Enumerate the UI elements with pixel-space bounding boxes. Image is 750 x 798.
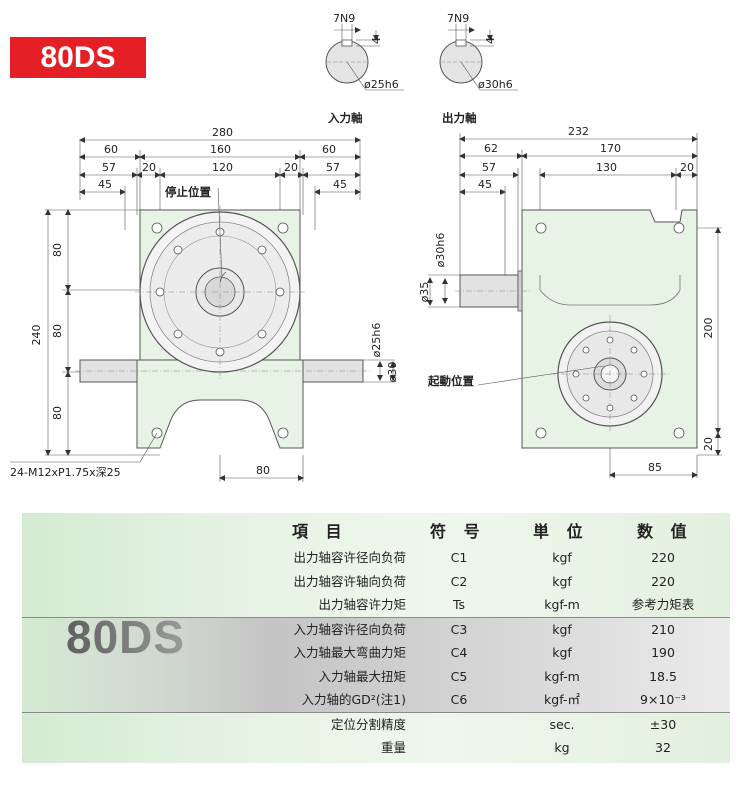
technical-drawing: 7N9 4 ø25h6 入力軸 7N9 4 ø30h6 出力軸 [10,12,722,482]
row-item: 定位分割精度 [330,716,406,732]
input-keyway-label: 7N9 [333,12,355,25]
dim-85: 85 [648,461,662,474]
dim-120: 120 [212,161,233,174]
row-unit: kg [554,740,570,755]
dim-60-right: 60 [322,143,336,156]
dim-57-side: 57 [482,161,496,174]
row-value: 9×10⁻³ [640,692,686,707]
header-symbol: 符 号 [430,522,486,541]
dim-280: 280 [212,126,233,139]
table-row: 入力轴最大扭矩 C5 kgf-m 18.5 [22,664,730,688]
dim-130: 130 [596,161,617,174]
row-value: 210 [651,621,675,637]
row-symbol: C5 [450,668,468,684]
dim-20-side-right: 20 [702,437,715,451]
input-keyway-depth: 4 [370,37,383,44]
dim-shaft-30: ø30 [386,362,399,383]
row-unit: sec. [549,716,575,732]
row-unit: kgf [552,573,572,589]
output-keyway-label: 7N9 [447,12,469,25]
table-row: 出力轴容许轴向负荷 C2 kgf 220 [22,570,730,594]
dim-240: 240 [30,325,43,346]
row-item: 重量 [380,740,406,755]
spec-table: 出力轴容许径向负荷 C1 kgf 220 出力轴容许轴向负荷 C2 kgf 22… [22,546,730,760]
dim-base-80: 80 [256,464,270,477]
row-symbol: C3 [450,621,468,637]
header-unit: 単 位 [533,522,589,541]
row-value: 220 [651,573,675,589]
row-item: 入力轴最大弯曲力矩 [293,645,406,660]
dim-200: 200 [702,318,715,339]
start-position-label: 起動位置 [427,374,474,388]
row-symbol: C2 [450,573,468,589]
dim-shaft-30h6-side: ø30h6 [434,233,447,268]
table-row: 入力轴容许径向负荷 C3 kgf 210 [22,616,730,641]
dim-232: 232 [568,125,589,138]
input-shaft-diameter: ø25h6 [364,78,399,91]
dim-57-right: 57 [326,161,340,174]
row-value: 32 [655,740,671,755]
dim-170: 170 [600,142,621,155]
row-symbol: C6 [450,692,468,707]
row-item: 入力轴最大扭矩 [318,668,406,684]
row-unit: kgf-m [544,597,580,612]
output-shaft-label: 出力軸 [442,111,477,125]
table-row: 入力轴最大弯曲力矩 C4 kgf 190 [22,641,730,665]
dim-shaft-25h6: ø25h6 [370,323,383,358]
row-unit: kgf-㎡ [544,692,580,707]
dim-45-side: 45 [478,178,492,191]
row-unit: kgf-m [544,668,580,684]
row-unit: kgf [552,550,572,565]
row-value: 18.5 [649,668,677,684]
dim-80-bottom: 80 [51,406,64,420]
input-shaft-section: 7N9 4 ø25h6 入力軸 [325,12,404,125]
output-shaft-section: 7N9 4 ø30h6 出力軸 [439,12,518,125]
side-view: 232 62 170 57 130 20 45 起動位置 [418,125,722,478]
row-value: 190 [651,645,675,660]
dim-80-top: 80 [51,243,64,257]
row-item: 出力轴容许径向负荷 [293,550,406,565]
output-keyway-depth: 4 [484,37,497,44]
row-value: ±30 [649,716,677,732]
row-symbol: Ts [452,597,466,612]
row-unit: kgf [552,621,572,637]
dim-45-right: 45 [333,178,347,191]
dim-160: 160 [210,143,231,156]
dim-57-left: 57 [102,161,116,174]
row-item: 出力轴容许轴向负荷 [293,573,406,589]
row-item: 入力轴的GD²(注1) [301,692,406,707]
table-row: 入力轴的GD²(注1) C6 kgf-㎡ 9×10⁻³ [22,688,730,713]
front-view: 280 60 160 60 57 20 120 20 57 45 45 240 … [10,126,399,482]
dim-80-mid: 80 [51,324,64,338]
dim-20-side-top: 20 [680,161,694,174]
row-value: 220 [651,550,675,565]
thread-note: 24-M12xP1.75x深25 [10,466,121,479]
input-shaft-label: 入力軸 [328,111,363,125]
row-symbol: C1 [450,550,468,565]
stop-position-label: 停止位置 [165,185,211,199]
table-row: 出力轴容许径向负荷 C1 kgf 220 [22,546,730,570]
dim-20-right: 20 [284,161,298,174]
table-row: 重量 kg 32 [22,736,730,760]
dim-20-left: 20 [142,161,156,174]
header-value: 数 值 [637,522,693,541]
row-item: 入力轴容许径向负荷 [293,621,406,637]
header-item: 項 目 [292,522,348,541]
model-badge: 80DS [10,37,146,78]
dim-62: 62 [484,142,498,155]
row-symbol: C4 [450,645,468,660]
row-item: 出力轴容许力矩 [318,597,406,612]
table-row: 定位分割精度 sec. ±30 [22,713,730,737]
row-value: 参考力矩表 [631,597,695,612]
table-row: 出力轴容许力矩 Ts kgf-m 参考力矩表 [22,593,730,617]
dim-shaft-35-side: ø35 [418,282,431,303]
dim-60-left: 60 [104,143,118,156]
dim-45-left: 45 [98,178,112,191]
output-shaft-diameter: ø30h6 [478,78,513,91]
row-unit: kgf [552,645,572,660]
